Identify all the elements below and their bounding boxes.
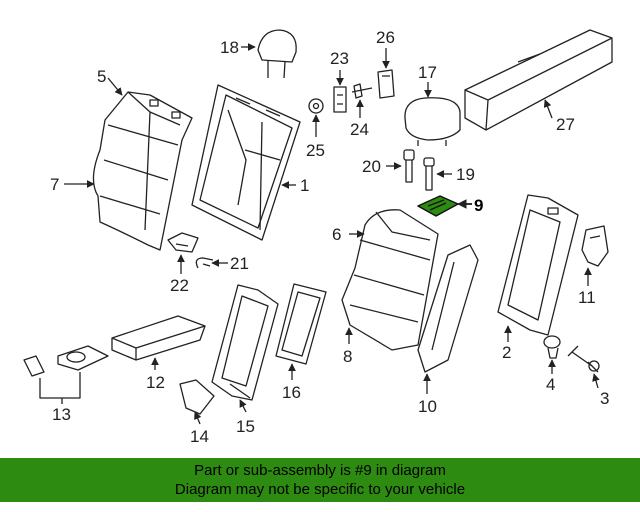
part-25-washer-hole [312, 102, 320, 110]
callout-3: 3 [600, 389, 609, 408]
part-17-headrest [404, 97, 461, 146]
part-15-frame [211, 284, 279, 401]
info-banner: Part or sub-assembly is #9 in diagram Di… [0, 458, 640, 502]
banner-line-part: Part or sub-assembly is #9 in diagram [194, 462, 446, 479]
part-16-mat [275, 283, 327, 365]
callout-23: 23 [330, 49, 349, 68]
callout-11: 11 [578, 288, 596, 307]
callout-21: 21 [230, 254, 249, 273]
callout-1: 1 [300, 176, 309, 195]
part-20-guide [403, 149, 415, 183]
callout-19: 19 [456, 165, 475, 184]
callout-13: 13 [52, 405, 71, 424]
part-22-clip [167, 232, 199, 253]
callout-27: 27 [556, 115, 575, 134]
parts-diagram: 18 5 7 1 22 21 25 23 24 26 17 27 20 19 9… [23, 28, 613, 446]
callout-22: 22 [170, 276, 189, 295]
part-5-left-seat-back-cushion [92, 91, 193, 251]
part-27-armrest [464, 29, 613, 131]
callout-25: 25 [306, 141, 325, 160]
leader-14 [194, 411, 202, 425]
callout-15: 15 [236, 417, 255, 436]
part-19-guide [423, 157, 435, 191]
leader-15 [239, 399, 247, 413]
callout-5: 5 [97, 67, 106, 86]
part-4-fastener [543, 335, 561, 359]
part-14-clip [179, 379, 215, 415]
leader-13-bracket [39, 372, 81, 399]
callout-10: 10 [418, 397, 437, 416]
part-3-bolt [567, 345, 600, 373]
part-11-bracket [581, 225, 609, 267]
callout-9: 9 [474, 196, 483, 215]
callout-24: 24 [350, 120, 369, 139]
leader-3 [592, 373, 600, 389]
part-26-guide [377, 69, 395, 99]
callout-2: 2 [502, 343, 511, 362]
callout-14: 14 [190, 427, 209, 446]
part-21-hook [195, 257, 214, 269]
part-12-cover [111, 315, 206, 361]
part-13-left-piece [23, 355, 45, 377]
callout-6: 6 [332, 225, 341, 244]
part-2-side-panel [497, 194, 579, 336]
callout-16: 16 [282, 383, 301, 402]
part-13-right-piece [57, 345, 109, 371]
leader-5 [107, 77, 123, 96]
part-9-trim-panel [417, 195, 459, 217]
part-24-bolt [351, 83, 373, 99]
callout-8: 8 [343, 347, 352, 366]
part-6-right-seat-back-cushion [341, 209, 439, 351]
part-10-side-bolster [417, 244, 479, 373]
callout-7: 7 [50, 175, 59, 194]
callout-26: 26 [376, 28, 395, 47]
callout-18: 18 [220, 38, 239, 57]
part-18-headrest [257, 29, 297, 79]
callout-12: 12 [146, 373, 165, 392]
part-25-washer [308, 98, 324, 114]
part-23-bracket [333, 86, 347, 113]
part-1-seat-back-frame [191, 84, 301, 241]
leader-27 [543, 99, 553, 119]
callout-4: 4 [546, 375, 555, 394]
banner-line-disclaimer: Diagram may not be specific to your vehi… [174, 481, 466, 498]
callout-17: 17 [418, 63, 437, 82]
callout-20: 20 [362, 157, 381, 176]
